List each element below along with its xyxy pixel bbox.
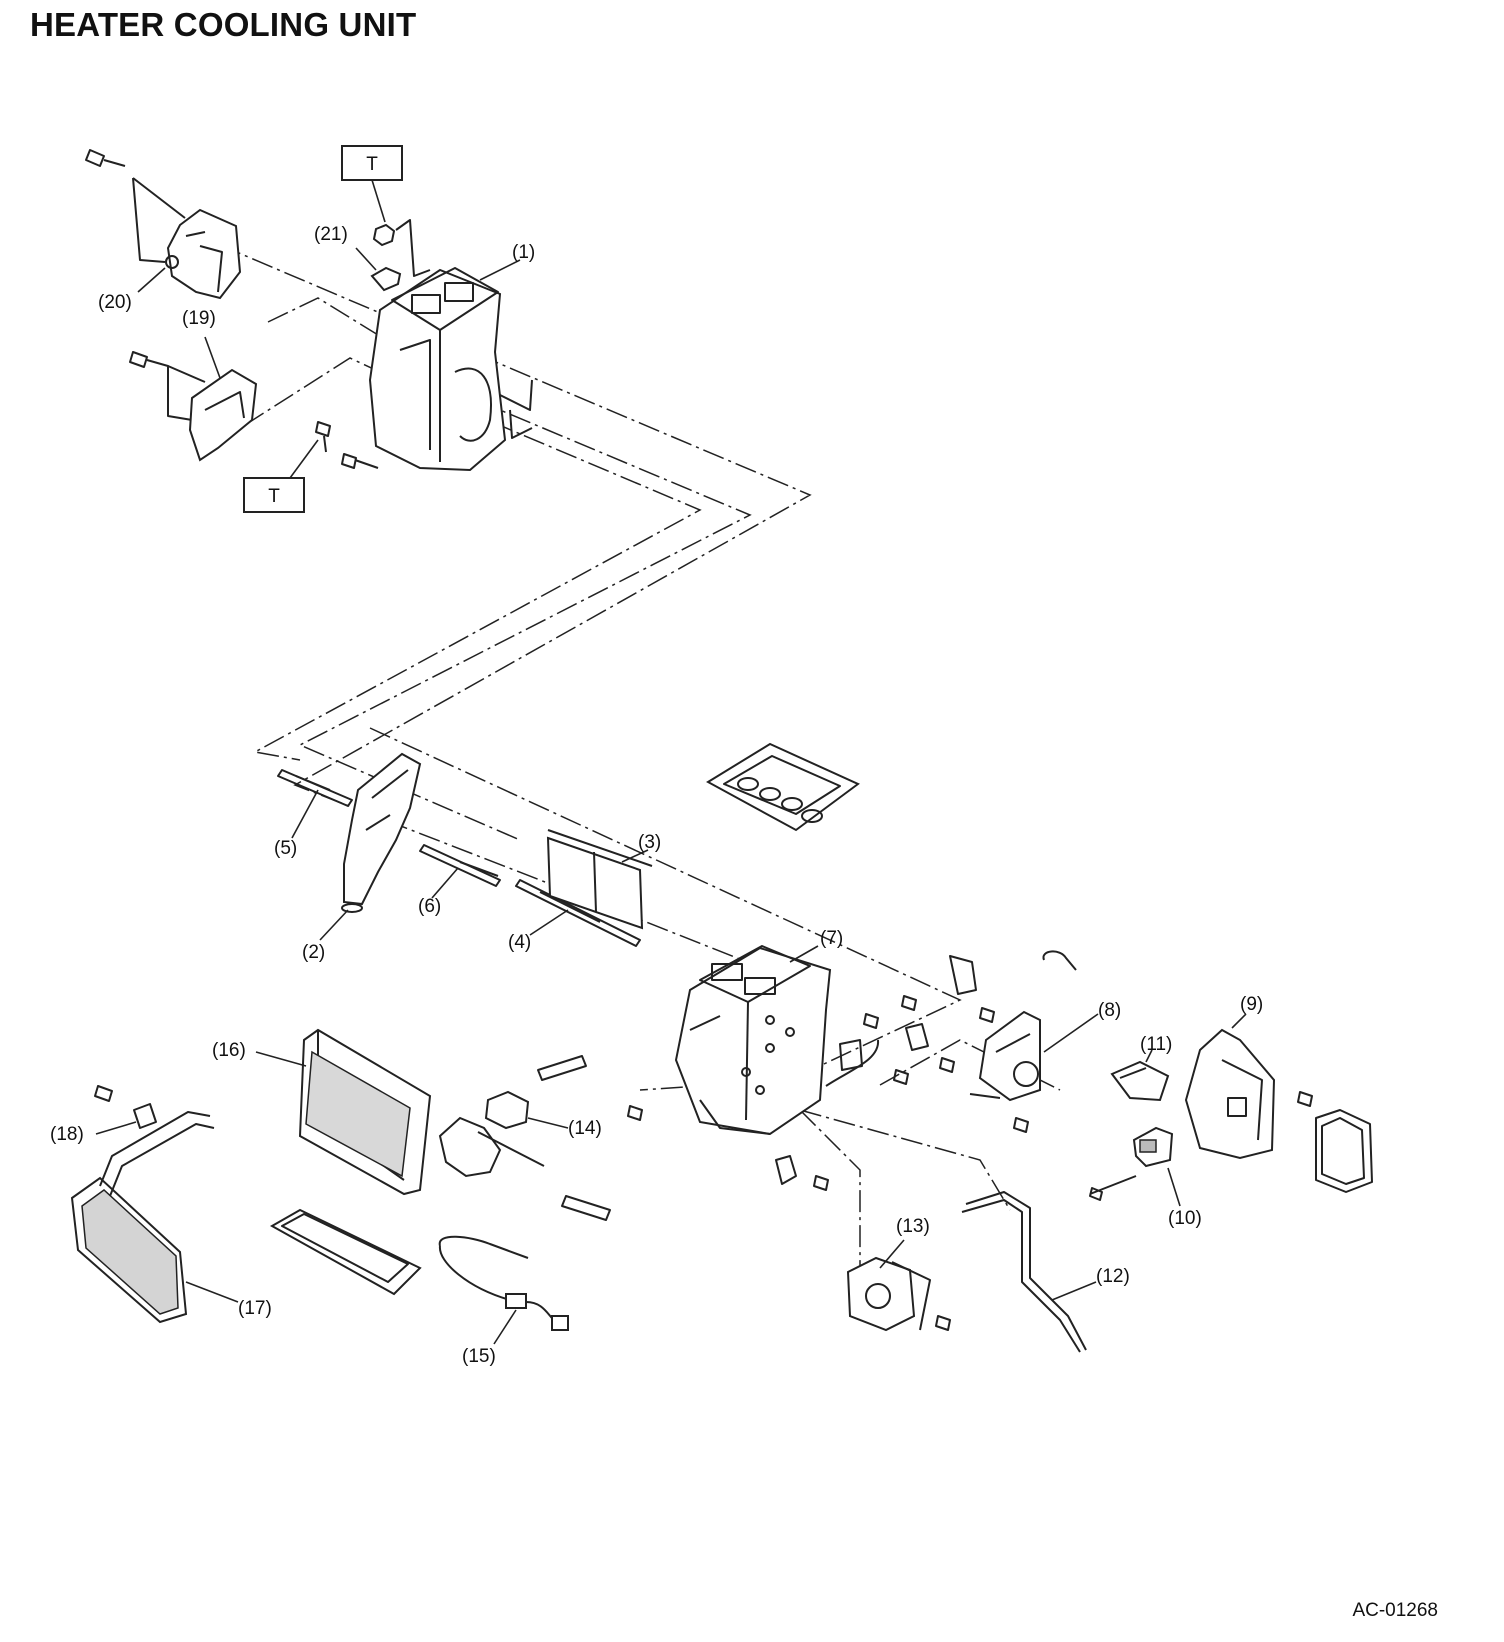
callout-21: (21) xyxy=(314,224,348,245)
callout-19: (19) xyxy=(182,308,216,329)
part-2-bracket xyxy=(319,752,422,941)
torque-marker-left: T xyxy=(243,477,305,513)
callout-14: (14) xyxy=(568,1118,602,1139)
svg-text:T: T xyxy=(268,486,280,507)
callout-20: (20) xyxy=(98,292,132,313)
part-11-clip xyxy=(1110,1049,1170,1102)
callout-1: (1) xyxy=(512,242,535,263)
callout-11: (11) xyxy=(1140,1034,1172,1055)
svg-text:T: T xyxy=(366,154,378,175)
callout-5: (5) xyxy=(274,838,297,859)
callout-6: (6) xyxy=(418,896,441,917)
part-8-actuator xyxy=(969,1010,1099,1102)
callout-15: (15) xyxy=(462,1346,496,1367)
part-10-resistor xyxy=(1089,1126,1181,1207)
callout-8: (8) xyxy=(1098,1000,1121,1021)
part-6-rod xyxy=(419,844,501,899)
callout-2: (2) xyxy=(302,942,325,963)
callout-12: (12) xyxy=(1096,1266,1130,1287)
filter-frame xyxy=(706,742,860,832)
part-19-bracket xyxy=(129,336,258,462)
callout-18: (18) xyxy=(50,1124,84,1145)
part-16-evaporator xyxy=(255,1028,611,1221)
part-20-actuator xyxy=(85,149,242,300)
part-5-rod xyxy=(277,769,353,839)
callout-labels: (1) (2) (3) (4) (5) (6) (7) (8) (9) (10)… xyxy=(50,224,1263,1367)
part-17-heater-core xyxy=(70,1111,239,1324)
part-7-lower-case xyxy=(627,945,1077,1191)
callout-13: (13) xyxy=(896,1216,930,1237)
part-18-clamp xyxy=(94,1085,157,1135)
callout-9: (9) xyxy=(1240,994,1263,1015)
callout-16: (16) xyxy=(212,1040,246,1061)
callout-4: (4) xyxy=(508,932,531,953)
torque-marker-top: T xyxy=(341,145,403,181)
drain-tray xyxy=(269,1208,422,1296)
part-1-upper-case xyxy=(315,219,533,472)
part-12-drain-hose xyxy=(961,1191,1097,1353)
callout-3: (3) xyxy=(638,832,661,853)
part-3-door xyxy=(546,829,653,930)
part-15-harness xyxy=(438,1235,569,1345)
diagram-title: HEATER COOLING UNIT xyxy=(30,6,417,43)
part-13-motor xyxy=(846,1239,951,1332)
part-9-duct xyxy=(1184,1013,1373,1193)
callout-7: (7) xyxy=(820,928,843,949)
callout-10: (10) xyxy=(1168,1208,1202,1229)
figure-code: AC-01268 xyxy=(1352,1600,1438,1621)
part-14-sensor xyxy=(484,1090,569,1130)
callout-17: (17) xyxy=(238,1298,272,1319)
